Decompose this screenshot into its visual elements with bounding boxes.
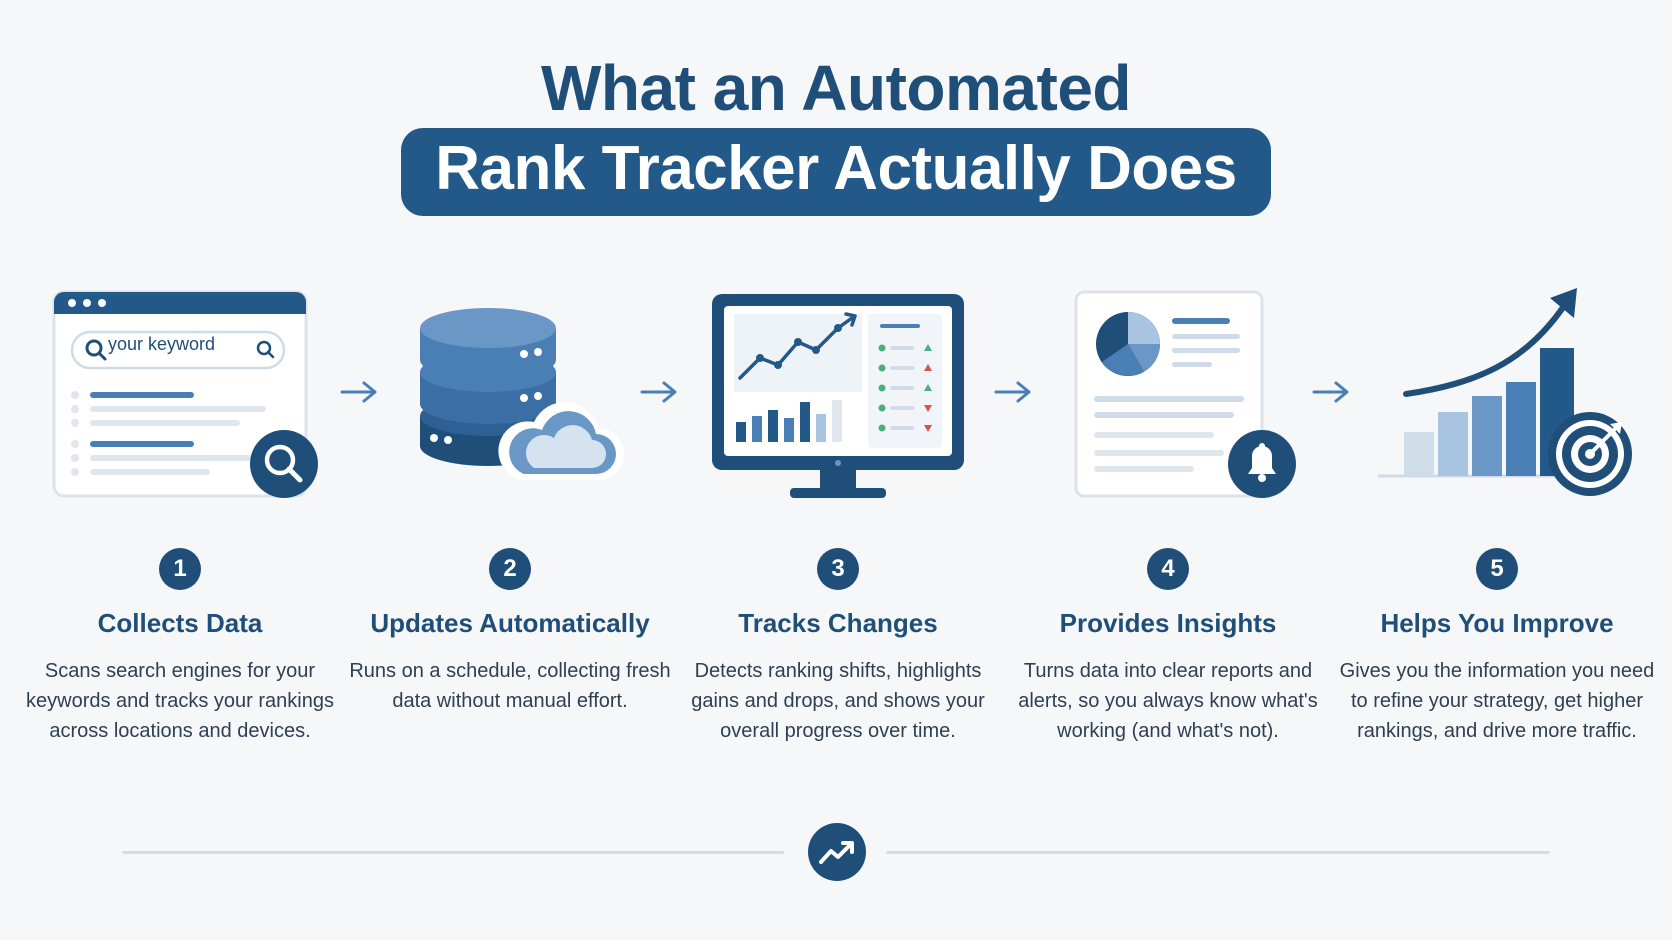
- step-number: 4: [1147, 548, 1189, 590]
- title-line-1: What an Automated: [541, 52, 1132, 124]
- step-description: Detects ranking shifts, highlights gains…: [691, 660, 985, 742]
- footer-divider-left: [122, 851, 784, 854]
- footer-divider-right: [886, 851, 1550, 854]
- step-3: 3 Tracks Changes Detects ranking shifts,…: [673, 548, 1003, 746]
- arrow-right-icon: [340, 381, 377, 403]
- step-2: 2 Updates Automatically Runs on a schedu…: [345, 548, 675, 716]
- step-number: 1: [159, 548, 201, 590]
- step-number: 3: [817, 548, 859, 590]
- monitor-chart-icon: [712, 294, 964, 498]
- database-cloud-icon: [420, 308, 624, 480]
- step-title: Tracks Changes: [738, 608, 938, 638]
- step-description: Turns data into clear reports and alerts…: [1018, 660, 1318, 742]
- step-5: 5 Helps You Improve Gives you the inform…: [1332, 548, 1662, 746]
- page-title: What an Automated Rank Tracker Actually …: [0, 50, 1672, 216]
- step-1: 1 Collects Data Scans search engines for…: [15, 548, 345, 746]
- trend-up-icon: [808, 823, 866, 881]
- arrow-right-icon: [1312, 381, 1349, 403]
- arrow-right-icon: [640, 381, 677, 403]
- arrow-right-icon: [994, 381, 1031, 403]
- step-title: Collects Data: [97, 608, 263, 638]
- browser-search-icon: [52, 290, 318, 498]
- step-description: Gives you the information you need to re…: [1339, 660, 1655, 742]
- step-title: Updates Automatically: [370, 608, 650, 638]
- growth-target-icon: [1378, 288, 1632, 496]
- report-bell-icon: [1074, 290, 1296, 498]
- step-number: 5: [1476, 548, 1518, 590]
- step-title: Provides Insights: [1059, 608, 1277, 638]
- title-line-2: Rank Tracker Actually Does: [401, 128, 1271, 216]
- search-input: your keyword: [108, 334, 216, 354]
- step-description: Scans search engines for your keywords a…: [26, 660, 334, 742]
- step-description: Runs on a schedule, collecting fresh dat…: [349, 660, 671, 712]
- step-number: 2: [489, 548, 531, 590]
- step-title: Helps You Improve: [1380, 608, 1614, 638]
- step-4: 4 Provides Insights Turns data into clea…: [1003, 548, 1333, 746]
